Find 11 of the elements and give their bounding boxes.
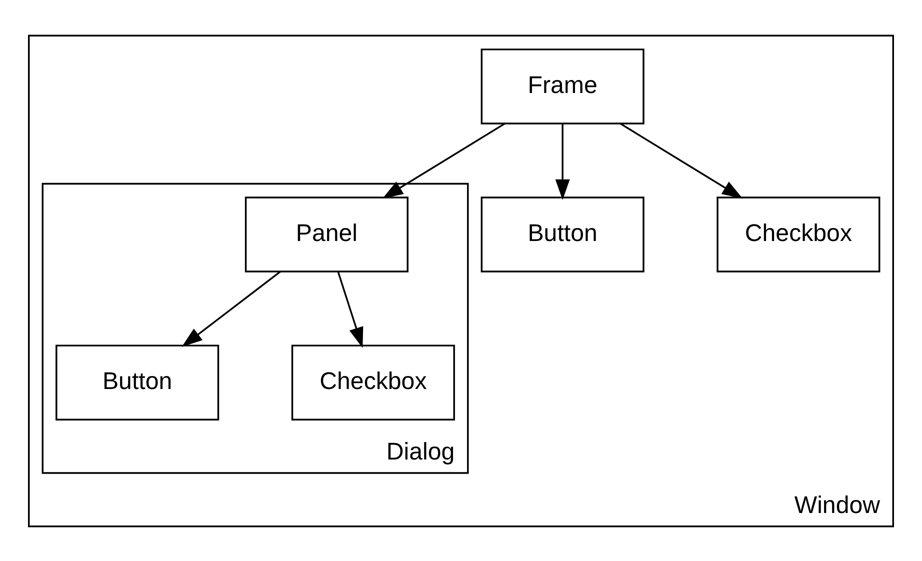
- node-box: Button: [56, 344, 220, 420]
- node-box: Checkbox: [291, 344, 455, 420]
- node-box: Frame: [480, 48, 644, 124]
- node-box: Panel: [244, 196, 408, 272]
- arrow: [382, 122, 506, 198]
- node-box: Button: [480, 196, 644, 272]
- node-box: Checkbox: [716, 196, 880, 272]
- arrow: [555, 123, 570, 200]
- arrow: [620, 122, 743, 198]
- arrow: [337, 271, 364, 348]
- arrow: [182, 270, 281, 346]
